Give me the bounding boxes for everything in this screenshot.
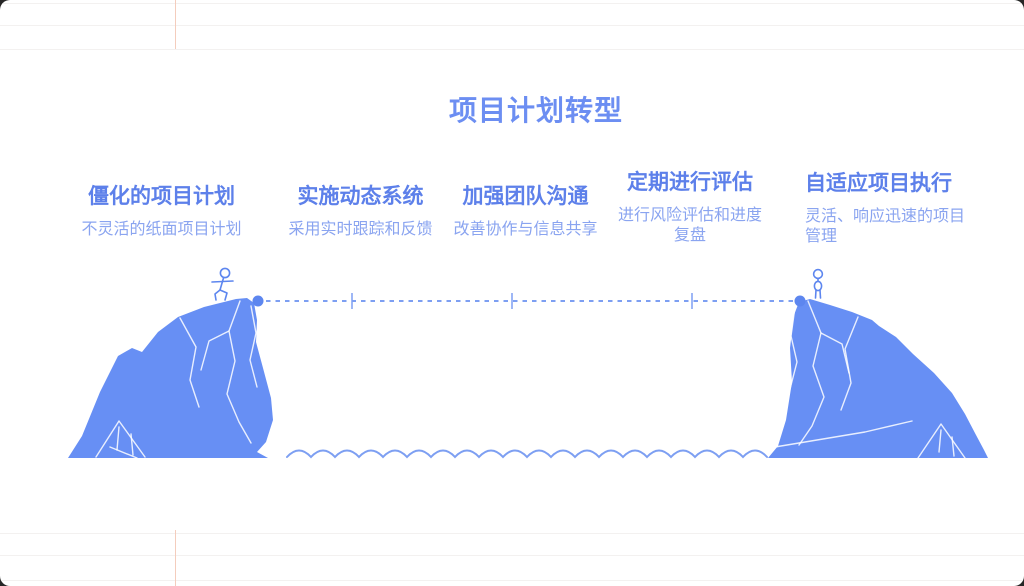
step-title: 加强团队沟通 — [462, 185, 589, 208]
step-description: 改善协作与信息共享 — [453, 221, 598, 238]
left-cliff-ridge — [179, 317, 200, 408]
guide-line-vertical — [175, 0, 176, 49]
left-cliff-ridge — [200, 330, 230, 371]
right-cliff-ridge — [820, 332, 850, 374]
left-cliff-ridge — [249, 305, 258, 388]
left-cliff-shape — [68, 298, 273, 458]
step-column-2: 实施动态系统 采用实时跟踪和反馈 — [283, 183, 438, 240]
tightrope — [252, 293, 806, 309]
step-column-5: 自适应项目执行 灵活、响应迅速的项目管理 — [805, 170, 970, 247]
guide-line-horizontal — [0, 533, 1024, 534]
step-description: 进行风险评估和进度复盘 — [617, 207, 762, 244]
stick-figure-walking-icon — [211, 267, 234, 301]
step-column-4: 定期进行评估 进行风险评估和进度复盘 — [612, 169, 768, 246]
right-cliff-ridge — [917, 423, 966, 459]
page-title: 项目计划转型 — [448, 95, 623, 126]
step-description: 不灵活的纸面项目计划 — [81, 221, 242, 238]
step-title: 僵化的项目计划 — [88, 185, 235, 208]
guide-line-horizontal — [0, 25, 1024, 26]
left-cliff-ridge — [95, 420, 146, 458]
right-cliff-ridge — [951, 436, 955, 457]
right-cliff-ridge — [774, 420, 913, 448]
step-description: 采用实时跟踪和反馈 — [288, 221, 433, 238]
guide-line-horizontal — [0, 555, 1024, 556]
right-cliff-shape — [768, 299, 988, 458]
step-column-3: 加强团队沟通 改善协作与信息共享 — [448, 183, 603, 240]
guide-line-horizontal — [0, 49, 1024, 50]
step-title: 实施动态系统 — [297, 185, 424, 208]
step-column-1: 僵化的项目计划 不灵活的纸面项目计划 — [74, 183, 249, 240]
right-cliff-ridge — [840, 316, 859, 411]
right-cliff-ridge — [938, 429, 942, 453]
step-title: 自适应项目执行 — [805, 172, 952, 195]
guide-line-vertical — [175, 530, 176, 586]
water-wave-line — [286, 449, 768, 459]
left-cliff-ridge — [226, 300, 252, 444]
right-cliff-ridge — [798, 300, 825, 446]
guide-line-horizontal — [0, 580, 1024, 581]
right-cliff-ridge — [789, 306, 798, 390]
tightrope-anchor-left — [252, 295, 264, 307]
left-cliff — [68, 298, 273, 459]
step-description: 灵活、响应迅速的项目管理 — [805, 208, 966, 245]
guide-line-horizontal — [0, 3, 1024, 4]
step-title: 定期进行评估 — [627, 171, 753, 194]
right-cliff — [768, 299, 988, 459]
stick-figure-standing-icon — [812, 268, 824, 299]
left-cliff-ridge — [109, 446, 138, 459]
left-cliff-ridge — [130, 433, 134, 456]
left-cliff-ridge — [116, 426, 120, 451]
tightrope-anchor-right — [794, 295, 806, 307]
